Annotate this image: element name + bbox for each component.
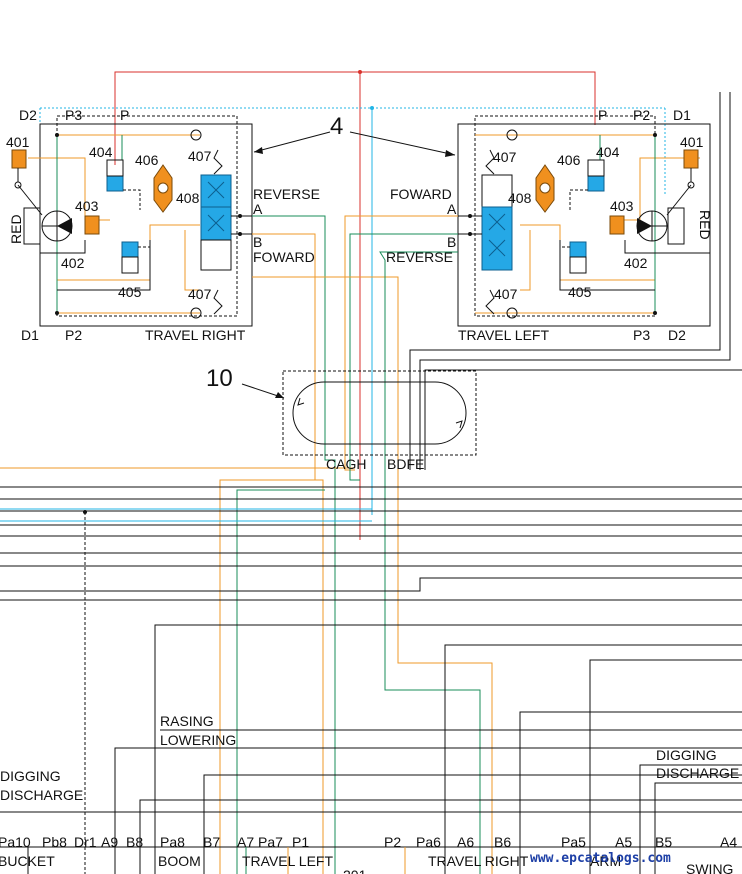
- port-a6: A6: [457, 834, 474, 850]
- port-a4: A4: [720, 834, 737, 850]
- right-bus-lines: [409, 92, 742, 470]
- port-b5: B5: [655, 834, 672, 850]
- port-p1: P1: [292, 834, 309, 850]
- part-402-left: 402: [624, 255, 648, 271]
- label-reverse-right: REVERSE: [253, 186, 320, 202]
- label-digging-arm: DIGGING: [656, 747, 717, 763]
- part-406-right: 406: [135, 152, 159, 168]
- swivel-ports-right: BDFE: [387, 456, 424, 472]
- label-reverse-left: REVERSE: [386, 249, 453, 265]
- partial-201: 201: [343, 867, 367, 874]
- part-406-left: 406: [557, 152, 581, 168]
- port-p3-right: P3: [65, 107, 82, 123]
- port-b-right: B: [253, 234, 262, 250]
- label-digging-bucket: DIGGING: [0, 768, 61, 784]
- port-a-right: A: [253, 201, 263, 217]
- watermark: www.epcatalogs.com: [530, 851, 671, 866]
- part-403-right: 403: [75, 198, 99, 214]
- label-foward-left: FOWARD: [390, 186, 452, 202]
- port-a9: A9: [101, 834, 118, 850]
- part-404-right: 404: [89, 144, 113, 160]
- group-swing: SWING: [686, 861, 733, 874]
- port-p-right: P: [120, 107, 129, 123]
- port-b-left: B: [447, 234, 456, 250]
- motor-to-swivel-lines: [219, 215, 493, 874]
- port-b7: B7: [203, 834, 220, 850]
- port-label-row: Pa10 Pb8 Dr1 A9 B8 Pa8 B7 A7 Pa7 P1 P2 P…: [0, 834, 737, 850]
- port-p-left: P: [598, 107, 607, 123]
- port-p2-left: P2: [633, 107, 650, 123]
- swivel-joint: [241, 370, 477, 456]
- red-label-right: RED: [8, 214, 24, 244]
- part-405-right: 405: [118, 284, 142, 300]
- control-valve-lines: [0, 644, 742, 874]
- part-408-left: 408: [508, 190, 532, 206]
- red-label-left: RED: [697, 210, 713, 240]
- horizontal-bus-lines: [0, 467, 742, 874]
- part-404-left: 404: [596, 144, 620, 160]
- part-407b-left: 407: [494, 286, 518, 302]
- label-discharge-arm: DISCHARGE: [656, 765, 739, 781]
- port-p2-right: P2: [65, 327, 82, 343]
- part-405-left: 405: [568, 284, 592, 300]
- port-d1-left: D1: [673, 107, 691, 123]
- port-p2: P2: [384, 834, 401, 850]
- callout-swivel: 10: [206, 365, 233, 392]
- group-bucket: BUCKET: [0, 853, 55, 869]
- label-foward-right: FOWARD: [253, 249, 315, 265]
- port-a-left: A: [447, 201, 457, 217]
- port-p3-left: P3: [633, 327, 650, 343]
- port-a5: A5: [615, 834, 632, 850]
- port-a7: A7: [237, 834, 254, 850]
- port-pa6: Pa6: [416, 834, 441, 850]
- port-d2-left: D2: [668, 327, 686, 343]
- title-travel-left: TRAVEL LEFT: [458, 327, 549, 343]
- port-pa8: Pa8: [160, 834, 185, 850]
- group-travel-right: TRAVEL RIGHT: [428, 853, 529, 869]
- port-b8: B8: [126, 834, 143, 850]
- callout-motors: 4: [330, 113, 343, 140]
- port-d2-right: D2: [19, 107, 37, 123]
- main-pressure-line: [114, 70, 596, 540]
- group-travel-left: TRAVEL LEFT: [242, 853, 333, 869]
- port-b6: B6: [494, 834, 511, 850]
- part-403-left: 403: [610, 198, 634, 214]
- label-rasing: RASING: [160, 713, 214, 729]
- callout-4-arrows: [253, 131, 456, 157]
- travel-left-motor: [457, 115, 711, 327]
- port-pa10: Pa10: [0, 834, 31, 850]
- part-401-right: 401: [6, 134, 30, 150]
- part-408-right: 408: [176, 190, 200, 206]
- port-pa7: Pa7: [258, 834, 283, 850]
- group-arm: ARM: [590, 853, 621, 869]
- part-407a-right: 407: [188, 148, 212, 164]
- part-401-left: 401: [680, 134, 704, 150]
- travel-right-motor: [11, 115, 253, 327]
- label-lowering: LOWERING: [160, 732, 236, 748]
- title-travel-right: TRAVEL RIGHT: [145, 327, 246, 343]
- port-pa5: Pa5: [561, 834, 586, 850]
- valve-group-row: BUCKET BOOM TRAVEL LEFT TRAVEL RIGHT ARM…: [0, 853, 733, 874]
- part-402-right: 402: [61, 255, 85, 271]
- label-discharge-bucket: DISCHARGE: [0, 787, 83, 803]
- port-dr1: Dr1: [74, 834, 97, 850]
- swivel-ports-left: CAGH: [326, 456, 366, 472]
- port-pb8: Pb8: [42, 834, 67, 850]
- part-407a-left: 407: [493, 149, 517, 165]
- port-d1-right: D1: [21, 327, 39, 343]
- group-boom: BOOM: [158, 853, 201, 869]
- part-407b-right: 407: [188, 286, 212, 302]
